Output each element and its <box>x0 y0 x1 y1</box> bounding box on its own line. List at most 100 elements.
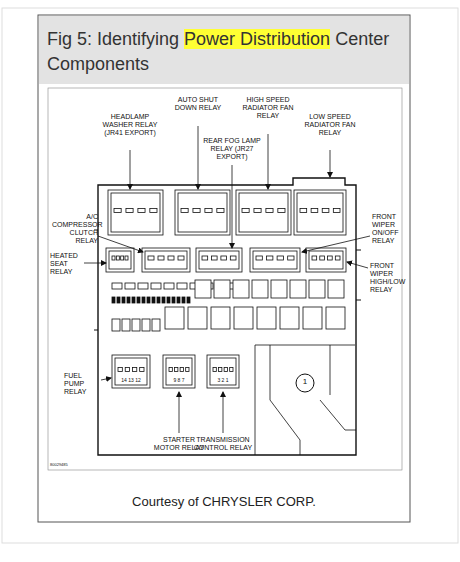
fuse-terminal <box>117 297 120 303</box>
pin-numbers: 9 8 7 <box>163 377 195 383</box>
relay-pin <box>230 368 233 372</box>
callout-label: AUTO SHUT DOWN RELAY <box>168 96 228 112</box>
relay-body <box>294 190 346 235</box>
fuse-terminal <box>177 297 180 303</box>
relay-pin <box>224 368 227 372</box>
relay-outline <box>145 251 187 269</box>
relay-pin <box>311 209 318 213</box>
figure-frame <box>38 15 410 522</box>
figure-title: Fig 5: Identifying Power Distribution Ce… <box>47 27 392 77</box>
relay-pin <box>150 209 157 213</box>
header-band <box>39 16 409 84</box>
relay-body <box>196 248 242 272</box>
drawing-number: 80029485 <box>50 462 90 467</box>
relay-pin <box>112 256 115 260</box>
relay-outline <box>199 251 239 269</box>
relay-pin <box>217 209 224 213</box>
relay-outline <box>297 193 343 232</box>
mini-fuse <box>125 283 135 289</box>
relay-pin <box>219 368 222 372</box>
mini-fuse <box>138 283 148 289</box>
fuse-terminal <box>172 297 175 303</box>
relay-body <box>175 190 230 235</box>
maxi-fuse <box>165 307 184 329</box>
leader-lines <box>84 126 370 433</box>
callout-label: REAR FOG LAMP RELAY (JR27 EXPORT) <box>200 137 264 161</box>
relay-pin <box>158 256 164 260</box>
relay-pin <box>148 256 154 260</box>
relay-body <box>236 190 291 235</box>
image-frame <box>48 88 402 470</box>
relay-pin <box>211 256 217 260</box>
figure-caption: Courtesy of CHRYSLER CORP. <box>40 494 408 510</box>
relay-pin <box>193 209 200 213</box>
mini-fuse <box>151 283 161 289</box>
fuse-terminal <box>142 297 145 303</box>
callout-label: FRONT WIPER ON/OFF RELAY <box>372 213 406 245</box>
leader-line <box>347 262 368 268</box>
highlight: Power Distribution <box>184 29 330 49</box>
relay-body <box>108 190 163 235</box>
fuse-terminal <box>157 297 160 303</box>
relay-pin <box>186 368 189 372</box>
relay-pin <box>221 256 227 260</box>
leader-line <box>179 392 180 433</box>
relay-outline <box>253 251 297 269</box>
mini-fuse <box>122 319 130 331</box>
callout-label: HEATED SEAT RELAY <box>50 252 84 276</box>
pdc-housing <box>98 178 356 455</box>
relay-pin <box>138 209 145 213</box>
mini-fuse <box>112 319 120 331</box>
maxi-fuse <box>326 307 345 329</box>
fuse-terminal <box>147 297 150 303</box>
relay-pin <box>213 368 216 372</box>
relay-pin <box>267 256 273 260</box>
relay-pin <box>125 256 128 260</box>
relay-pin <box>121 256 124 260</box>
maxi-fuse <box>188 307 207 329</box>
relay-pin <box>230 256 236 260</box>
fuse-terminal <box>127 297 130 303</box>
callout-label: FUEL PUMP RELAY <box>64 372 100 396</box>
callout-label: HIGH SPEED RADIATOR FAN RELAY <box>238 96 298 120</box>
fuse-terminal <box>122 297 125 303</box>
relay-pin <box>278 209 285 213</box>
relay-pin <box>202 256 208 260</box>
relay-outline <box>178 193 227 232</box>
mini-fuse <box>132 319 140 331</box>
relay-pin <box>328 256 333 260</box>
relay-body <box>306 248 346 272</box>
leader-line <box>232 165 233 248</box>
relay-pin <box>140 368 144 372</box>
leader-line <box>101 378 111 380</box>
mini-fuse <box>177 283 187 289</box>
leader-line <box>302 236 370 252</box>
relay-pin <box>277 256 283 260</box>
relay-pin <box>322 209 329 213</box>
maxi-fuse <box>257 307 276 329</box>
relay-pin <box>242 209 249 213</box>
relay-pin <box>116 256 119 260</box>
callout-label: LOW SPEED RADIATOR FAN RELAY <box>300 113 360 137</box>
page-frame <box>2 8 458 543</box>
housing-tabs <box>94 230 361 330</box>
relay-pin <box>180 368 183 372</box>
relay-pin <box>266 209 273 213</box>
relay-outline <box>309 251 343 269</box>
relay-pin <box>114 209 121 213</box>
fuse-terminal <box>182 297 185 303</box>
relay-outline <box>239 193 288 232</box>
fuse <box>290 280 306 298</box>
leader-line <box>130 150 131 189</box>
maxi-fuse <box>280 307 299 329</box>
relay-body <box>250 248 300 272</box>
fuse-terminal <box>132 297 135 303</box>
relay-pin <box>312 256 317 260</box>
relay-pin <box>288 256 294 260</box>
leader-line <box>84 263 106 264</box>
callout-label: FRONT WIPER HIGH/LOW RELAY <box>370 262 404 294</box>
fuse <box>233 280 249 298</box>
fuse <box>309 280 325 298</box>
callout-label: TRANSMISSION CONTROL RELAY <box>193 436 253 452</box>
callout-label: HEADLAMP WASHER RELAY (JR41 EXPORT) <box>100 113 160 137</box>
